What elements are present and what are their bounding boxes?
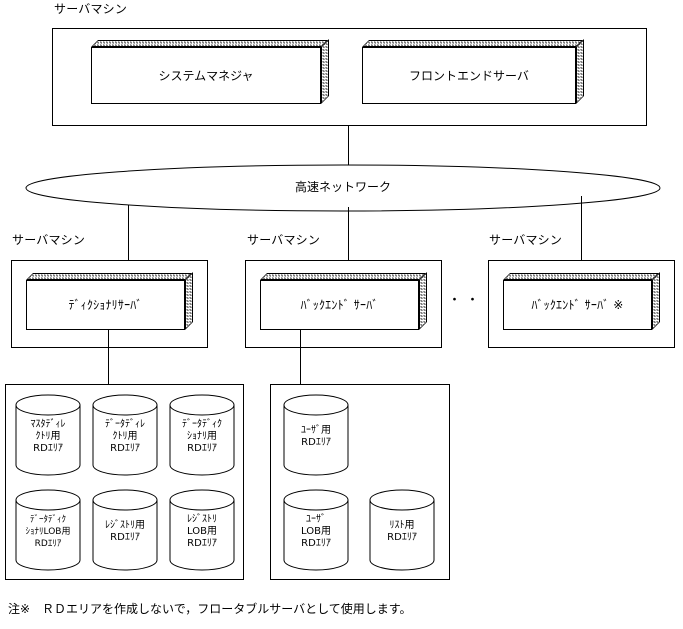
rd-area-cylinder: ﾃﾞｰﾀﾃﾞｨｸ ｼｮﾅﾘ用 RDｴﾘｱ [169, 394, 235, 476]
connector-machine-2-to-storage [300, 330, 301, 384]
box-side-face [576, 39, 584, 104]
top-server-machine-caption: サーバマシン [54, 2, 128, 16]
rd-area-cylinder: ﾕｰｻﾞ用 RDｴﾘｱ [283, 394, 349, 476]
server-box-dictionary-server: ﾃﾞｨｸｼｮﾅﾘｻｰﾊﾞ [26, 272, 193, 330]
storage-group-backend: ﾕｰｻﾞ用 RDｴﾘｱ ﾕｰｻﾞ LOB用 RDｴﾘｱ ﾘｽﾄ用 RDｴﾘｱ [270, 384, 450, 580]
server-machine-caption-2: サーバマシン [247, 233, 321, 247]
connector-top-machine-to-network [348, 126, 349, 168]
box-front-face: ﾊﾞｯｸｴﾝﾄﾞ ｻｰﾊﾞ ※ [503, 280, 652, 330]
network-label: 高速ネットワーク [294, 180, 391, 194]
server-box-front-end-server: フロントエンドサーバ [362, 39, 584, 104]
box-front-face: ﾃﾞｨｸｼｮﾅﾘｻｰﾊﾞ [26, 280, 185, 330]
box-front-face: フロントエンドサーバ [362, 47, 576, 104]
connector-network-to-machine-2 [348, 207, 349, 261]
network-ellipse-shape [25, 164, 661, 212]
server-label-back-end-server: ﾊﾞｯｸｴﾝﾄﾞ ｻｰﾊﾞ [300, 298, 379, 312]
server-label-dictionary-server: ﾃﾞｨｸｼｮﾅﾘｻｰﾊﾞ [68, 298, 143, 312]
rd-area-cylinder: ﾃﾞｰﾀﾃﾞｨﾚ ｸﾄﾘ用 RDｴﾘｱ [92, 394, 158, 476]
rd-area-cylinder: ﾏｽﾀﾃﾞｨﾚ ｸﾄﾘ用 RDｴﾘｱ [15, 394, 81, 476]
rd-area-cylinder: ﾘｽﾄ用 RDｴﾘｱ [369, 489, 435, 571]
box-side-face [419, 272, 427, 330]
box-side-face [652, 272, 660, 330]
box-front-face: システムマネジャ [91, 47, 321, 104]
server-label-front-end-server: フロントエンドサーバ [409, 68, 529, 83]
box-top-face [503, 273, 659, 280]
server-label-system-manager: システムマネジャ [158, 68, 254, 83]
rd-area-cylinder: ﾚｼﾞｽﾄﾘ用 RDｴﾘｱ [92, 489, 158, 571]
storage-group-dictionary: ﾏｽﾀﾃﾞｨﾚ ｸﾄﾘ用 RDｴﾘｱ ﾃﾞｰﾀﾃﾞｨﾚ ｸﾄﾘ用 RDｴﾘｱ ﾃ… [5, 384, 244, 580]
box-top-face [260, 273, 426, 280]
box-top-face [26, 273, 192, 280]
rd-area-cylinder: ﾃﾞｰﾀﾃﾞｨｸ ｼｮﾅﾘLOB用 RDｴﾘｱ [15, 489, 81, 571]
rd-area-cylinder: ﾕｰｻﾞ LOB用 RDｴﾘｱ [283, 489, 349, 571]
box-front-face: ﾊﾞｯｸｴﾝﾄﾞ ｻｰﾊﾞ [260, 280, 419, 330]
box-side-face [185, 272, 193, 330]
server-box-back-end-server-floatable: ﾊﾞｯｸｴﾝﾄﾞ ｻｰﾊﾞ ※ [503, 272, 660, 330]
connector-network-to-machine-1 [128, 205, 129, 261]
network-ellipse: 高速ネットワーク [25, 164, 661, 212]
server-machine-caption-3: サーバマシン [489, 233, 563, 247]
connector-network-to-machine-3 [581, 196, 582, 261]
box-side-face [321, 39, 329, 104]
box-top-face [362, 40, 583, 47]
rd-area-cylinder: ﾚｼﾞｽﾄﾘ LOB用 RDｴﾘｱ [169, 489, 235, 571]
server-machine-caption-1: サーバマシン [12, 233, 86, 247]
footnote-text: 注※ ＲＤエリアを作成しないで，フロータブルサーバとして使用します。 [8, 602, 412, 616]
box-top-face [91, 40, 328, 47]
server-box-system-manager: システムマネジャ [91, 39, 329, 104]
server-label-back-end-server-floatable: ﾊﾞｯｸｴﾝﾄﾞ ｻｰﾊﾞ ※ [531, 298, 624, 312]
connector-machine-1-to-storage [108, 330, 109, 384]
ellipsis-between-machines: ・・・ [448, 293, 503, 308]
server-box-back-end-server: ﾊﾞｯｸｴﾝﾄﾞ ｻｰﾊﾞ [260, 272, 427, 330]
